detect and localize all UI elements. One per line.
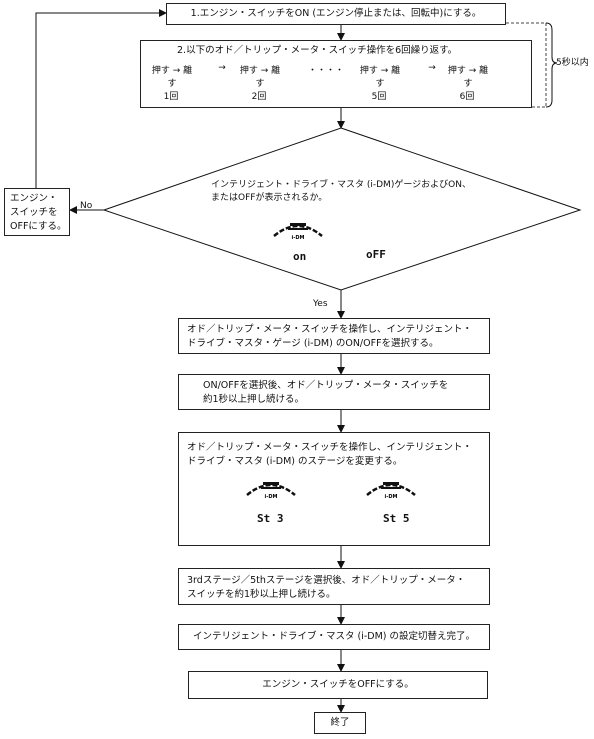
step2-arrow: → <box>218 63 226 73</box>
step1-box: 1.エンジン・スイッチをON (エンジン停止または、回転中)にする。 <box>166 3 506 25</box>
idm-gauge-icon-stage5: i-DM <box>366 482 416 500</box>
step2-op2: 押す → 離す <box>239 66 281 89</box>
side-box-line3: OFFにする。 <box>10 221 67 232</box>
time-limit-note: 5秒以内 <box>556 58 589 68</box>
display-off-label: oFF <box>366 248 386 261</box>
display-stage5: St 5 <box>383 512 410 525</box>
step8-text: エンジン・スイッチをOFFにする。 <box>262 679 414 690</box>
step2-op5: 押す → 離す <box>359 66 401 89</box>
step8-box: エンジン・スイッチをOFFにする。 <box>188 671 488 699</box>
end-text: 終了 <box>330 717 350 728</box>
step7-box: インテリジェント・ドライブ・マスタ (i-DM) の設定切替え完了。 <box>178 624 490 650</box>
step2-op1: 押す → 離す <box>151 66 193 89</box>
engine-off-side-box: エンジン・ スイッチを OFFにする。 <box>4 188 70 236</box>
svg-text:i-DM: i-DM <box>385 494 398 500</box>
step3-box: オド／トリップ・メータ・スイッチを操作し、インテリジェント・ ドライブ・マスタ・… <box>178 318 490 354</box>
step2-arrow: → <box>428 63 436 73</box>
step7-text: インテリジェント・ドライブ・マスタ (i-DM) の設定切替え完了。 <box>192 631 476 642</box>
svg-text:i-DM: i-DM <box>265 494 278 500</box>
step6-line2: スイッチを約1秒以上押し続ける。 <box>187 589 336 600</box>
step4-line1: ON/OFFを選択後、オド／トリップ・メータ・スイッチを <box>203 380 449 391</box>
step4-box: ON/OFFを選択後、オド／トリップ・メータ・スイッチを 約1秒以上押し続ける。 <box>178 374 490 410</box>
step6-box: 3rdステージ／5thステージを選択後、オド／トリップ・メータ・ スイッチを約1… <box>178 568 490 605</box>
step2-title: 2.以下のオド／トリップ・メータ・スイッチ操作を6回繰り返す。 <box>177 45 458 56</box>
svg-text:i-DM: i-DM <box>292 235 305 241</box>
step3-line1: オド／トリップ・メータ・スイッチを操作し、インテリジェント・ <box>187 324 473 335</box>
idm-gauge-icon-stage3: i-DM <box>246 482 296 500</box>
step1-text: 1.エンジン・スイッチをON (エンジン停止または、回転中)にする。 <box>190 8 482 19</box>
step5-line1: オド／トリップ・メータ・スイッチを操作し、インテリジェント・ <box>187 442 473 453</box>
step2-count-2: 2回 <box>251 92 267 102</box>
step5-box: オド／トリップ・メータ・スイッチを操作し、インテリジェント・ ドライブ・マスタ … <box>178 432 490 546</box>
step2-op6: 押す → 離す <box>447 66 489 89</box>
side-box-line2: スイッチを <box>10 207 58 218</box>
end-box: 終了 <box>314 712 366 734</box>
yes-label: Yes <box>313 299 328 309</box>
step3-line2: ドライブ・マスタ・ゲージ (i-DM) のON/OFFを選択する。 <box>187 338 439 349</box>
decision-question-line1: インテリジェント・ドライブ・マスタ (i-DM)ゲージおよびON、 <box>211 180 471 190</box>
step2-count-1: 1回 <box>163 92 179 102</box>
decision-question-line2: またはOFFが表示されるか。 <box>211 193 328 203</box>
no-label: No <box>80 201 93 211</box>
decision-diamond <box>102 127 582 291</box>
step2-count-6: 6回 <box>459 92 475 102</box>
display-stage3: St 3 <box>257 512 284 525</box>
step6-line1: 3rdステージ／5thステージを選択後、オド／トリップ・メータ・ <box>187 575 466 586</box>
step2-box: 2.以下のオド／トリップ・メータ・スイッチ操作を6回繰り返す。 <box>140 40 532 108</box>
step2-count-5: 5回 <box>371 92 387 102</box>
step5-line2: ドライブ・マスタ (i-DM) のステージを変更する。 <box>187 456 403 467</box>
idm-gauge-icon: i-DM <box>273 223 323 241</box>
step4-line2: 約1秒以上押し続ける。 <box>203 394 305 405</box>
step2-ellipsis: ・・・・ <box>307 66 344 76</box>
display-on-label: on <box>293 250 307 263</box>
side-box-line1: エンジン・ <box>10 193 58 204</box>
